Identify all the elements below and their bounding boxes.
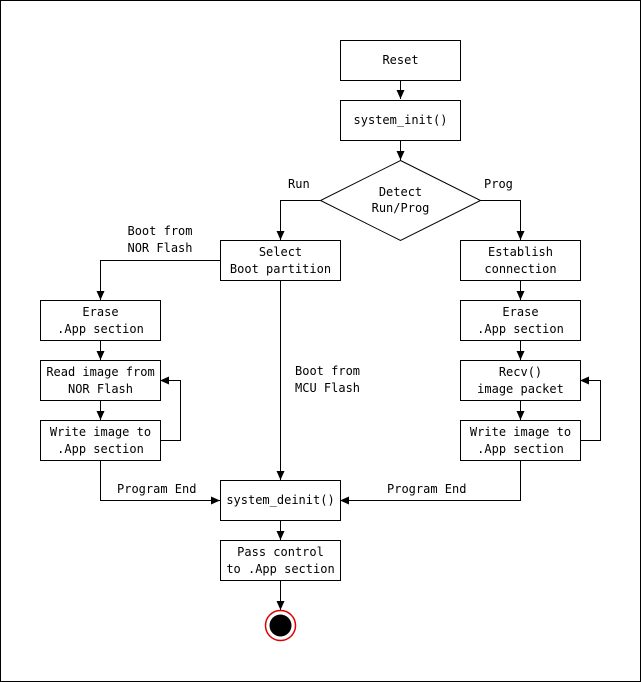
system-deinit-box: system_deinit() bbox=[220, 480, 341, 521]
boot-from-nor-label: Boot from NOR Flash bbox=[127, 224, 193, 255]
edge-detect-run bbox=[276, 200, 320, 240]
program-end-left-label: Program End bbox=[117, 482, 197, 496]
select-boot-partition-box: Select Boot partition bbox=[220, 240, 341, 281]
program-end-right-label: Program End bbox=[387, 482, 467, 496]
system-init-box: system_init() bbox=[340, 100, 461, 141]
write-image-right-box: Write image to .App section bbox=[460, 420, 581, 461]
edge-write-loop-right bbox=[580, 376, 601, 441]
recv-image-packet-box: Recv() image packet bbox=[460, 360, 581, 401]
edge-left-program-end bbox=[100, 460, 220, 505]
run-label: Run bbox=[288, 177, 310, 191]
detect-decision-label: Detect Run/Prog bbox=[371, 185, 430, 215]
read-image-box: Read image from NOR Flash bbox=[40, 360, 161, 401]
establish-connection-box: Establish connection bbox=[460, 240, 581, 281]
write-image-left-box: Write image to .App section bbox=[40, 420, 161, 461]
reset-box: Reset bbox=[340, 40, 461, 81]
erase-app-section-right-box: Erase .App section bbox=[460, 300, 581, 341]
boot-from-mcu-label: Boot from MCU Flash bbox=[295, 364, 361, 395]
prog-label: Prog bbox=[484, 177, 513, 191]
pass-control-box: Pass control to .App section bbox=[220, 540, 341, 581]
edge-detect-prog bbox=[480, 200, 525, 240]
edge-write-loop-left bbox=[160, 376, 181, 441]
edge-right-program-end bbox=[340, 460, 521, 505]
erase-app-section-left-box: Erase .App section bbox=[40, 300, 161, 341]
detect-decision-diamond bbox=[319, 159, 482, 242]
edge-select-nor bbox=[96, 260, 220, 300]
end-node-fill bbox=[269, 614, 292, 637]
